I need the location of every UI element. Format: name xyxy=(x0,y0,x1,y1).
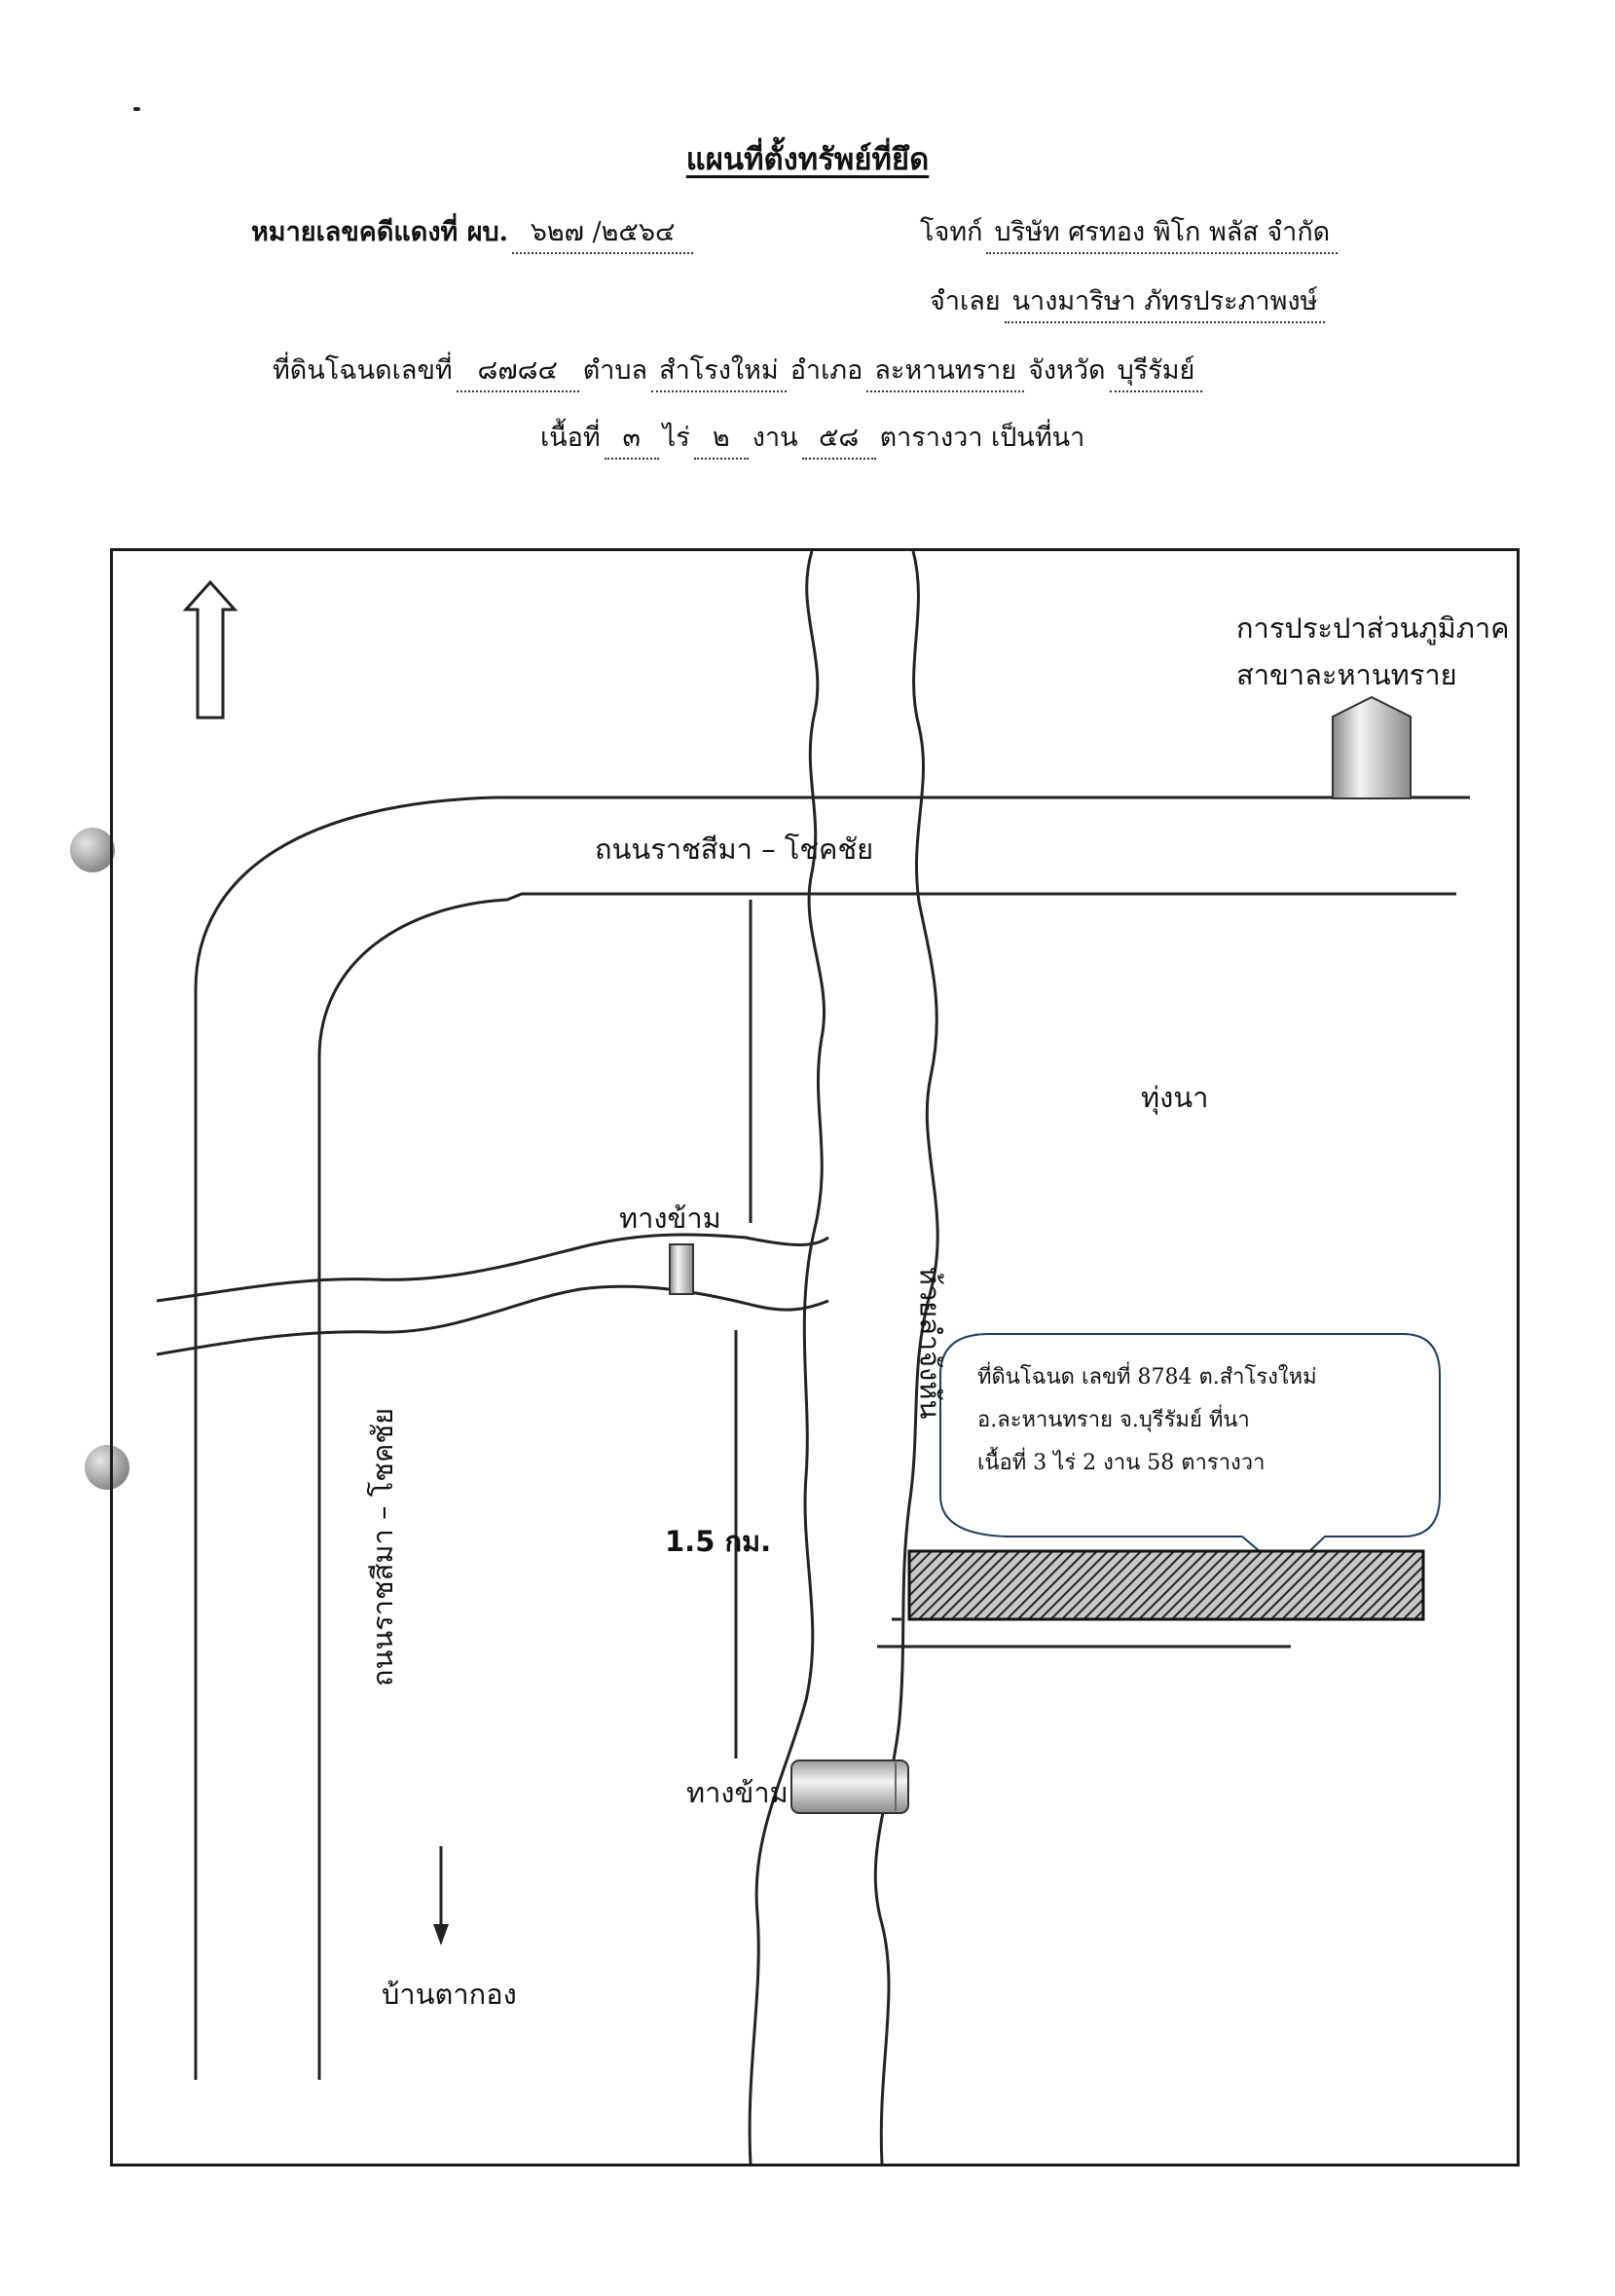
area-rai: ๓ xyxy=(604,416,659,460)
land-parcel xyxy=(907,1549,1425,1621)
stream-label: ห้วยลำจังหัน xyxy=(913,1266,947,1420)
village-label: บ้านตากอง xyxy=(382,1978,517,2011)
plaintiff-name: บริษัท ศรทอง พิโก พลัส จำกัด xyxy=(986,210,1339,254)
binder-hole xyxy=(85,1445,129,1490)
waterworks-label-line1: การประปาส่วนภูมิภาค xyxy=(1236,611,1510,645)
scan-speck xyxy=(133,107,140,111)
stream-left-bank xyxy=(748,551,826,2164)
north-arrow-icon xyxy=(182,579,239,720)
defendant-label: จำเลย xyxy=(930,286,1001,316)
highway-outer-edge xyxy=(194,796,1470,2080)
area-line: เนื้อที่๓ไร่๒งาน๕๘ตารางวา เป็นที่นา xyxy=(540,416,1084,460)
defendant-line: จำเลยนางมาริษา ภัทรประภาพงษ์ xyxy=(930,279,1329,323)
area-ngan: ๒ xyxy=(693,416,749,460)
page-title: แผนที่ตั้งทรัพย์ที่ยึด xyxy=(685,142,930,177)
deed-line: ที่ดินโฉนดเลขที่๘๗๘๔ตำบลสำโรงใหม่อำเภอละ… xyxy=(273,349,1206,392)
subdistrict-label: ตำบล xyxy=(582,355,648,386)
map-drawing xyxy=(156,551,1470,2164)
building-icon xyxy=(1332,695,1412,799)
district: ละหานทราย xyxy=(866,349,1025,392)
deed-number: ๘๗๘๔ xyxy=(456,349,579,392)
callout-balloon xyxy=(939,1333,1441,1575)
case-number-line: หมายเลขคดีแดงที่ ผบ.๖๒๗ /๒๕๖๔ xyxy=(251,210,697,254)
crossroad-top-edge xyxy=(156,1233,829,1303)
highway-label: ถนนราชสีมา – โชคชัย xyxy=(595,833,874,866)
case-label: หมายเลขคดีแดงที่ ผบ. xyxy=(251,217,509,247)
subdistrict: สำโรงใหม่ xyxy=(651,349,787,392)
crossroad-bottom-edge xyxy=(156,1284,829,1356)
binder-hole xyxy=(70,828,115,872)
highway-inner-edge xyxy=(317,892,1456,2080)
crossing-label: ทางข้าม xyxy=(619,1202,721,1235)
stream-right-bank xyxy=(873,551,939,2164)
rai-label: ไร่ xyxy=(662,423,690,453)
distance-label: 1.5 กม. xyxy=(665,1525,772,1558)
plaintiff-label: โจทก์ xyxy=(920,217,983,247)
rice-field-label: ทุ่งนา xyxy=(1141,1081,1209,1114)
district-label: อำเภอ xyxy=(789,355,863,386)
wah-label: ตารางวา เป็นที่นา xyxy=(879,423,1085,453)
crossing-label: ทางข้าม xyxy=(686,1776,789,1809)
callout-line: เนื้อที่ 3 ไร่ 2 งาน 58 ตารางวา xyxy=(977,1451,1266,1475)
case-number: ๖๒๗ /๒๕๖๔ xyxy=(512,210,694,254)
callout-line: อ.ละหานทราย จ.บุรีรัมย์ ที่นา xyxy=(977,1408,1250,1432)
parcel-callout: ที่ดินโฉนด เลขที่ 8784 ต.สำโรงใหม่ อ.ละห… xyxy=(977,1356,1317,1485)
defendant-name: นางมาริษา ภัทรประภาพงษ์ xyxy=(1004,279,1326,323)
south-arrow-icon xyxy=(433,1924,449,1945)
province: บุรีรัมย์ xyxy=(1109,349,1203,392)
waterworks-label-line2: สาขาละหานทราย xyxy=(1236,658,1457,691)
side-road-label: ถนนราชสีมา – โชคชัย xyxy=(366,1407,400,1687)
area-wah: ๕๘ xyxy=(801,416,876,460)
callout-line: ที่ดินโฉนด เลขที่ 8784 ต.สำโรงใหม่ xyxy=(977,1365,1317,1389)
plaintiff-line: โจทก์บริษัท ศรทอง พิโก พลัส จำกัด xyxy=(920,210,1341,254)
culvert-icon xyxy=(669,1243,694,1295)
ngan-label: งาน xyxy=(752,423,798,453)
waterworks-label: การประปาส่วนภูมิภาค สาขาละหานทราย xyxy=(1236,605,1510,698)
province-label: จังหวัด xyxy=(1028,355,1106,386)
deed-label: ที่ดินโฉนดเลขที่ xyxy=(273,355,453,386)
map-frame: การประปาส่วนภูมิภาค สาขาละหานทราย ถนนราช… xyxy=(110,548,1520,2166)
culvert-icon xyxy=(790,1759,909,1814)
area-label: เนื้อที่ xyxy=(540,423,601,453)
